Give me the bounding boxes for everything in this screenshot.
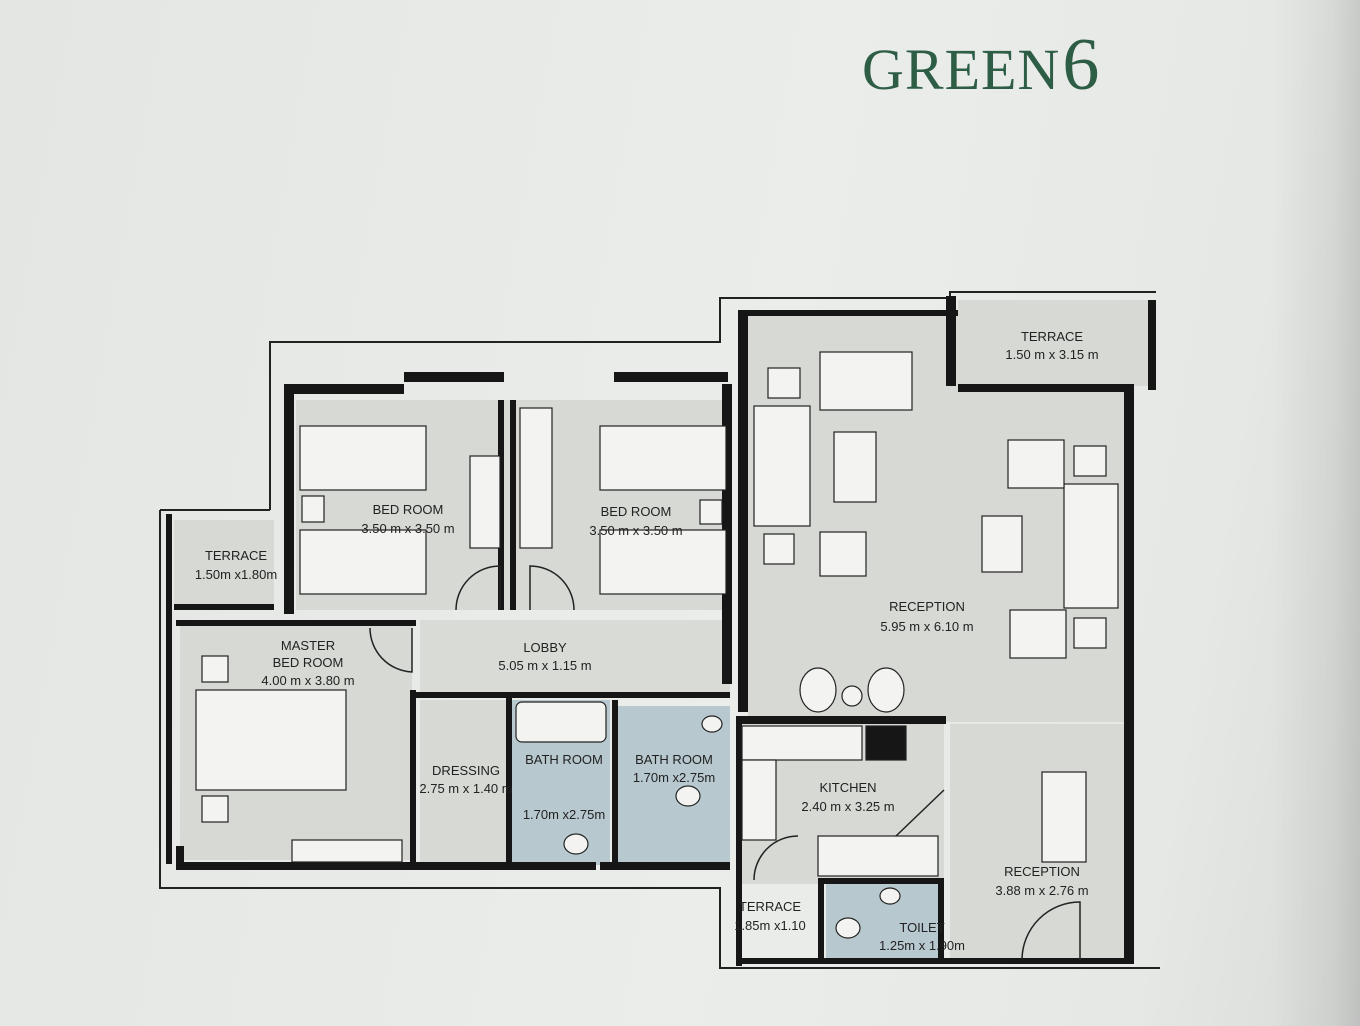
kitchen-size: 2.40 m x 3.25 m (801, 799, 894, 814)
bathroom-1-name: BATH ROOM (525, 752, 603, 767)
bathroom-2-name: BATH ROOM (635, 752, 713, 767)
bedroom-1-size: 3.50 m x 3.50 m (361, 521, 454, 536)
page-fold-shadow (1270, 0, 1360, 1026)
walls (166, 296, 1156, 966)
dressing-size: 2.75 m x 1.40 m (419, 781, 512, 796)
reception-dining-size: 3.88 m x 2.76 m (995, 883, 1088, 898)
master-bedroom-name: MASTER (281, 638, 335, 653)
reception-main-name: RECEPTION (889, 599, 965, 614)
reception-main-size: 5.95 m x 6.10 m (880, 619, 973, 634)
terrace-left-name: TERRACE (205, 548, 267, 563)
furniture (195, 351, 1119, 939)
lobby-size: 5.05 m x 1.15 m (498, 658, 591, 673)
bedroom-1-name: BED ROOM (373, 502, 444, 517)
master-bedroom-size: 4.00 m x 3.80 m (261, 673, 354, 688)
toilet-name: TOILET (899, 920, 944, 935)
brand-logo: GREEN6 (862, 28, 1100, 102)
master-bedroom-name2: BED ROOM (273, 655, 344, 670)
brand-number: 6 (1062, 24, 1101, 106)
terrace-small-size: 1.85m x1.10 (734, 918, 806, 933)
toilet-size: 1.25m x 1.90m (879, 938, 965, 953)
room-labels: TERRACE 1.50 m x 3.15 m BED ROOM 3.50 m … (195, 329, 1099, 953)
terrace-small-name: TERRACE (739, 899, 801, 914)
doors (369, 565, 1081, 961)
bathroom-1-size: 1.70m x2.75m (523, 807, 605, 822)
bedroom-2-name: BED ROOM (601, 504, 672, 519)
kitchen-name: KITCHEN (819, 780, 876, 795)
terrace-top-name: TERRACE (1021, 329, 1083, 344)
dressing-name: DRESSING (432, 763, 500, 778)
terrace-left-size: 1.50m x1.80m (195, 567, 277, 582)
reception-dining-name: RECEPTION (1004, 864, 1080, 879)
bathroom-2-size: 1.70m x2.75m (633, 770, 715, 785)
bedroom-2-size: 3.50 m x 3.50 m (589, 523, 682, 538)
lobby-name: LOBBY (523, 640, 567, 655)
terrace-top-size: 1.50 m x 3.15 m (1005, 347, 1098, 362)
brand-name: GREEN (862, 37, 1061, 102)
outer-outline (159, 291, 1160, 969)
